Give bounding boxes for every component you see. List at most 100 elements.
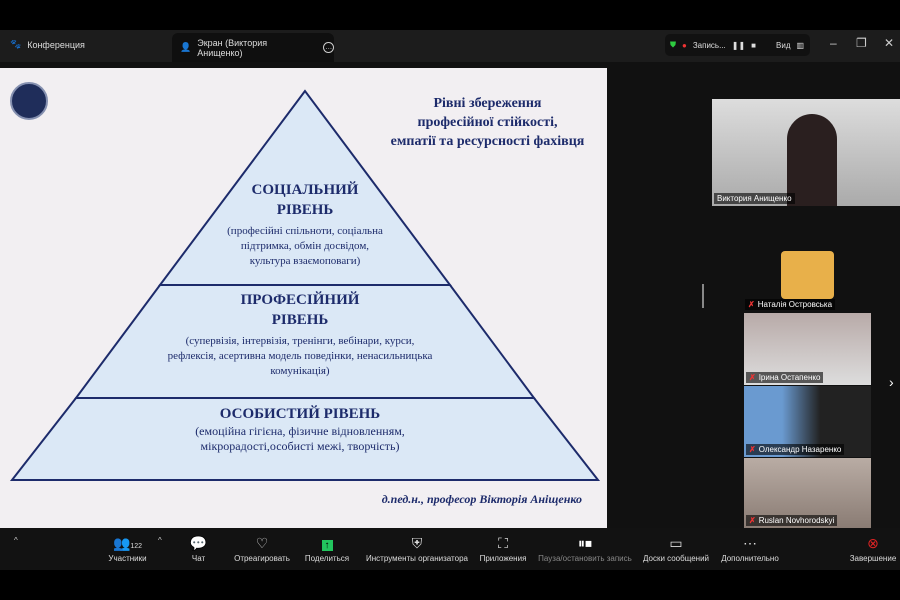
button-label: Инструменты организатора <box>366 554 468 563</box>
level-desc: рефлексія, асертивна модель поведінки, н… <box>167 350 433 362</box>
view-button[interactable]: Вид <box>776 40 791 50</box>
title-bar: 🐾 Конференция 👤 Экран (Виктория Анищенко) …… <box>0 30 900 62</box>
muted-mic-icon: ✗ <box>749 516 756 525</box>
shield-icon: ⛨ <box>411 535 423 551</box>
share-icon: ↑ <box>321 540 333 551</box>
button-label: Поделиться <box>304 554 350 563</box>
record-dot-icon: ● <box>682 40 687 50</box>
participant-name: Виктория Анищенко <box>714 193 795 204</box>
pause-stop-recording-button[interactable]: ⏸⏹ Пауза/остановить запись <box>536 532 634 563</box>
scroll-handle[interactable] <box>702 284 704 308</box>
level-title: ПРОФЕСІЙНИЙ <box>240 292 360 308</box>
stop-recording-button[interactable]: ■ <box>751 40 757 50</box>
participant-name: ✗Наталія Островська <box>745 299 836 310</box>
end-icon: ⊗ <box>867 535 879 551</box>
pause-stop-icon: ⏸⏹ <box>578 535 592 551</box>
chat-icon: 💬 <box>189 535 208 551</box>
minimize-button[interactable]: – <box>830 36 837 50</box>
apps-icon: ⛶ <box>498 535 508 551</box>
button-label: Участники <box>108 554 147 563</box>
personal-level: ОСОБИСТИЙ РІВЕНЬ (емоційна гігієна, фізи… <box>100 404 500 454</box>
conference-label[interactable]: 🐾 Конференция <box>10 39 85 50</box>
more-button[interactable]: ⋯ Дополнительно <box>716 532 784 563</box>
button-label: Дополнительно <box>721 554 779 563</box>
meeting-area: Рівні збереження професійної стійкості, … <box>0 62 900 528</box>
participant-count: 122 <box>130 543 143 550</box>
more-icon: ⋯ <box>743 535 757 551</box>
recording-status: ⛊ ● Запись... ❚❚ ■ Вид ▥ <box>665 34 810 56</box>
participant-name: ✗Ірина Остапенко <box>746 372 824 383</box>
participant-video[interactable]: ✗Ірина Остапенко <box>744 313 871 385</box>
next-page-arrow-icon[interactable]: › <box>889 374 894 390</box>
muted-mic-icon: ✗ <box>749 373 756 382</box>
participant-name: ✗Ruslan Novhorodskyi <box>746 515 838 526</box>
participants-icon: 👥 <box>112 535 131 551</box>
button-label: Чат <box>191 554 206 563</box>
button-label: Приложения <box>479 554 527 563</box>
button-label: Пауза/остановить запись <box>538 554 632 563</box>
conference-text: Конференция <box>27 39 85 50</box>
speaker-video[interactable]: Виктория Анищенко <box>712 99 900 206</box>
recording-label: Запись... <box>692 40 726 50</box>
heart-icon: ♡ <box>255 535 269 551</box>
title-line: емпатії та ресурсності фахівця <box>390 134 585 149</box>
level-desc: мікрорадості,особисті межі, творчість) <box>200 439 400 453</box>
avatar-icon: 👤 <box>180 42 192 52</box>
slide-author: д.пед.н., професор Вікторія Аніщенко <box>381 492 582 506</box>
muted-mic-icon: ✗ <box>749 445 756 454</box>
button-label: Отреагировать <box>234 554 290 563</box>
chat-button[interactable]: 💬 Чат <box>186 532 211 563</box>
name-text: Ірина Остапенко <box>758 373 821 382</box>
participant-video[interactable]: ✗Ruslan Novhorodskyi <box>744 458 871 528</box>
whiteboard-icon: ▭ <box>669 535 683 551</box>
more-icon[interactable]: … <box>323 42 334 53</box>
participant-video[interactable]: ✗Олександр Назаренко <box>744 386 871 457</box>
title-line: професійної стійкості, <box>417 115 558 130</box>
participants-caret[interactable]: ^ <box>158 536 162 545</box>
host-tools-button[interactable]: ⛨ Инструменты организатора <box>363 532 471 563</box>
shared-slide: Рівні збереження професійної стійкості, … <box>0 68 607 528</box>
level-title: СОЦІАЛЬНИЙ <box>251 182 359 198</box>
participant-name: ✗Олександр Назаренко <box>746 444 845 455</box>
react-button[interactable]: ♡ Отреагировать <box>232 532 292 563</box>
social-level: СОЦІАЛЬНИЙ РІВЕНЬ (професійні спільноти, … <box>185 180 425 269</box>
participant-video[interactable] <box>781 251 834 299</box>
name-text: Виктория Анищенко <box>717 194 792 203</box>
button-label: Завершение <box>849 554 897 563</box>
whiteboards-button[interactable]: ▭ Доски сообщений <box>640 532 712 563</box>
slide-title: Рівні збереження професійної стійкості, … <box>380 94 595 151</box>
level-title: РІВЕНЬ <box>276 202 334 218</box>
level-title: ОСОБИСТИЙ РІВЕНЬ <box>219 406 381 422</box>
name-text: Ruslan Novhorodskyi <box>758 516 835 525</box>
level-desc: культура взаємоповаги) <box>249 255 361 267</box>
pause-recording-button[interactable]: ❚❚ <box>731 40 746 50</box>
pyramid-bottom <box>9 397 601 481</box>
muted-mic-icon: ✗ <box>748 300 755 309</box>
name-text: Олександр Назаренко <box>758 445 842 454</box>
share-button[interactable]: ↑ Поделиться <box>303 532 351 563</box>
level-desc: (професійні спільноти, соціальна <box>227 225 383 237</box>
view-icon: ▥ <box>796 40 805 50</box>
title-line: Рівні збереження <box>433 96 542 111</box>
professional-level: ПРОФЕСІЙНИЙ РІВЕНЬ (супервізія, інтервізі… <box>100 290 500 379</box>
close-button[interactable]: ✕ <box>884 36 895 50</box>
university-logo <box>10 82 48 120</box>
shield-icon: ⛊ <box>670 40 676 49</box>
level-desc: (супервізія, інтервізія, тренінги, вебін… <box>185 335 415 347</box>
tab-label: Экран (Виктория Анищенко) <box>197 37 268 58</box>
pyramid-diagram <box>9 89 601 481</box>
level-desc: комунікація) <box>270 365 330 377</box>
maximize-button[interactable]: ❐ <box>856 36 867 50</box>
level-desc: (емоційна гігієна, фізичне відновленням, <box>195 424 405 438</box>
name-text: Наталія Островська <box>757 300 833 309</box>
zoom-logo-icon: 🐾 <box>10 39 22 49</box>
button-label: Доски сообщений <box>642 554 709 563</box>
audio-caret[interactable]: ^ <box>14 536 18 545</box>
apps-button[interactable]: ⛶ Приложения <box>477 532 529 563</box>
level-title: РІВЕНЬ <box>271 312 329 328</box>
level-desc: підтримка, обмін досвідом, <box>240 240 370 252</box>
screen-share-tab[interactable]: 👤 Экран (Виктория Анищенко) … <box>172 33 334 62</box>
end-meeting-button[interactable]: ⊗ Завершение <box>848 532 898 563</box>
